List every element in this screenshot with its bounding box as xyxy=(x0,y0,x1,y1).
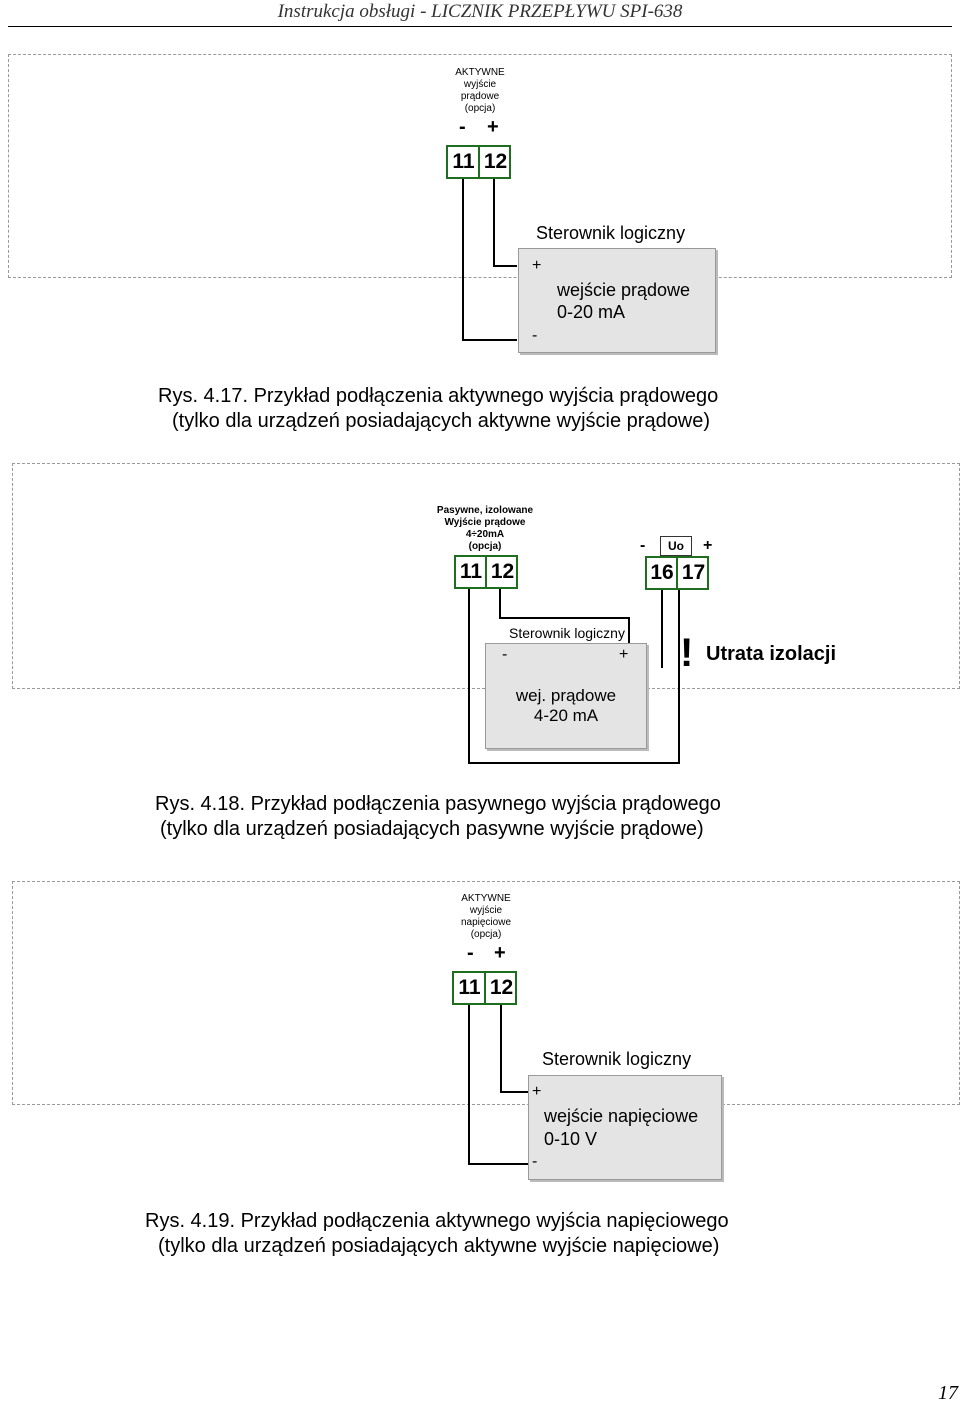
fig19-minus-sign: - xyxy=(467,942,474,964)
fig17-minus-sign: - xyxy=(459,116,466,138)
fig18-terminal-11: 11 xyxy=(459,560,483,583)
fig18-terminal-separator-a xyxy=(485,557,487,587)
fig19-output-label: AKTYWNE wyjście napięciowe (opcja) xyxy=(436,893,536,941)
fig18-wire-12-right xyxy=(499,617,629,619)
fig17-frame xyxy=(8,54,952,278)
fig17-output-label-line4: (opcja) xyxy=(464,103,496,114)
fig18-wire-16-down xyxy=(661,590,663,668)
fig17-plc-title: Sterownik logiczny xyxy=(536,223,686,243)
fig17-plc-plus: + xyxy=(532,257,542,274)
fig17-caption-line1: Rys. 4.17. Przykład podłączenia aktywneg… xyxy=(158,385,719,407)
fig17-output-label-line2: wyjście xyxy=(463,79,497,90)
fig19-terminal-block: 11 12 xyxy=(452,971,517,1005)
fig18-terminal-16: 16 xyxy=(650,561,674,584)
fig19-plc-title: Sterownik logiczny xyxy=(542,1049,692,1069)
fig17-caption-line2: (tylko dla urządzeń posiadających aktywn… xyxy=(172,410,711,432)
fig19-terminal-12: 12 xyxy=(489,976,514,999)
fig18-wire-17-down xyxy=(678,590,680,764)
fig19-input-line1: wejście napięciowe xyxy=(544,1106,699,1126)
page-header: Instrukcja obsługi - LICZNIK PRZEPŁYWU S… xyxy=(277,1,683,22)
fig17-terminal-block: 11 12 xyxy=(446,145,511,179)
fig18-terminal-12: 12 xyxy=(490,560,515,583)
fig18-caption-line2: (tylko dla urządzeń posiadających pasywn… xyxy=(160,818,704,840)
fig19-wire-11-right xyxy=(468,1163,528,1165)
fig17-wire-12-down xyxy=(493,179,495,267)
fig19-wire-11-down xyxy=(468,1005,470,1165)
fig18-terminal-block-b: 16 17 xyxy=(645,556,709,590)
fig19-output-label-line3: napięciowe xyxy=(460,917,512,928)
fig17-terminal-separator xyxy=(478,147,480,177)
fig17-plus-sign: + xyxy=(487,116,499,138)
fig19-output-label-line2: wyjście xyxy=(469,905,503,916)
fig17-terminal-12: 12 xyxy=(483,150,508,173)
fig18-plc-title: Sterownik logiczny xyxy=(509,625,625,641)
fig19-input-line2: 0-10 V xyxy=(544,1129,598,1149)
fig19-wire-12-right xyxy=(500,1091,528,1093)
fig18-output-label-line1: Pasywne, izolowane xyxy=(436,505,534,516)
fig17-wire-12-right xyxy=(493,265,517,267)
fig18-uo-minus: - xyxy=(640,537,646,554)
fig19-plus-sign: + xyxy=(494,942,506,964)
fig17-plc-minus: - xyxy=(532,327,538,344)
fig19-terminal-separator xyxy=(484,973,486,1003)
fig18-caption-line1: Rys. 4.18. Przykład podłączenia pasywneg… xyxy=(155,793,721,815)
fig18-wire-11-down xyxy=(468,589,470,764)
fig19-plc-minus: - xyxy=(532,1153,538,1170)
fig18-plc-minus: - xyxy=(502,646,508,663)
fig18-terminal-block-a: 11 12 xyxy=(454,555,518,589)
fig19-wire-12-down xyxy=(500,1005,502,1093)
header-divider xyxy=(8,26,952,27)
fig17-output-label-line3: prądowe xyxy=(460,91,500,102)
fig18-warning-text: Utrata izolacji xyxy=(706,643,837,665)
fig19-plc-box xyxy=(528,1075,722,1180)
fig17-output-label-line1: AKTYWNE xyxy=(455,67,505,78)
fig19-caption-line2: (tylko dla urządzeń posiadających aktywn… xyxy=(158,1235,720,1257)
fig17-output-label: AKTYWNE wyjście prądowe (opcja) xyxy=(430,67,530,115)
fig18-output-label-line2: Wyjście prądowe xyxy=(444,517,526,528)
fig17-wire-11-down xyxy=(462,179,464,341)
fig18-output-label-line3: 4÷20mA xyxy=(465,529,505,540)
fig19-caption-line1: Rys. 4.19. Przykład podłączenia aktywneg… xyxy=(145,1210,729,1232)
fig18-plc-plus: + xyxy=(619,646,629,663)
fig18-terminal-separator-b xyxy=(676,558,678,588)
fig18-uo-label: Uo xyxy=(668,539,684,553)
fig18-wire-plc-plus-down xyxy=(628,617,630,645)
fig17-input-line1: wejście prądowe xyxy=(557,280,691,300)
page-number: 17 xyxy=(938,1382,958,1404)
fig18-output-label-line4: (opcja) xyxy=(468,541,502,552)
fig17-plc-box xyxy=(518,248,716,353)
fig19-terminal-11: 11 xyxy=(458,976,481,999)
fig19-output-label-line4: (opcja) xyxy=(470,929,502,940)
fig17-terminal-11: 11 xyxy=(452,150,475,173)
fig19-plc-plus: + xyxy=(532,1083,542,1100)
fig18-input-line1: wej. prądowe xyxy=(515,686,617,705)
fig18-wire-12-down xyxy=(499,589,501,619)
fig18-wire-bottom xyxy=(468,762,680,764)
fig19-output-label-line1: AKTYWNE xyxy=(461,893,511,904)
fig18-plc-box xyxy=(485,643,647,749)
fig18-output-label: Pasywne, izolowane Wyjście prądowe 4÷20m… xyxy=(425,505,545,553)
fig17-wire-11-right xyxy=(462,339,517,341)
fig18-uo-plus: + xyxy=(703,537,713,554)
fig18-uo-box: Uo xyxy=(660,536,692,556)
fig18-terminal-17: 17 xyxy=(681,561,706,584)
fig17-input-line2: 0-20 mA xyxy=(557,302,626,322)
fig18-warning-icon: ! xyxy=(680,631,694,675)
fig18-input-line2: 4-20 mA xyxy=(533,706,599,725)
